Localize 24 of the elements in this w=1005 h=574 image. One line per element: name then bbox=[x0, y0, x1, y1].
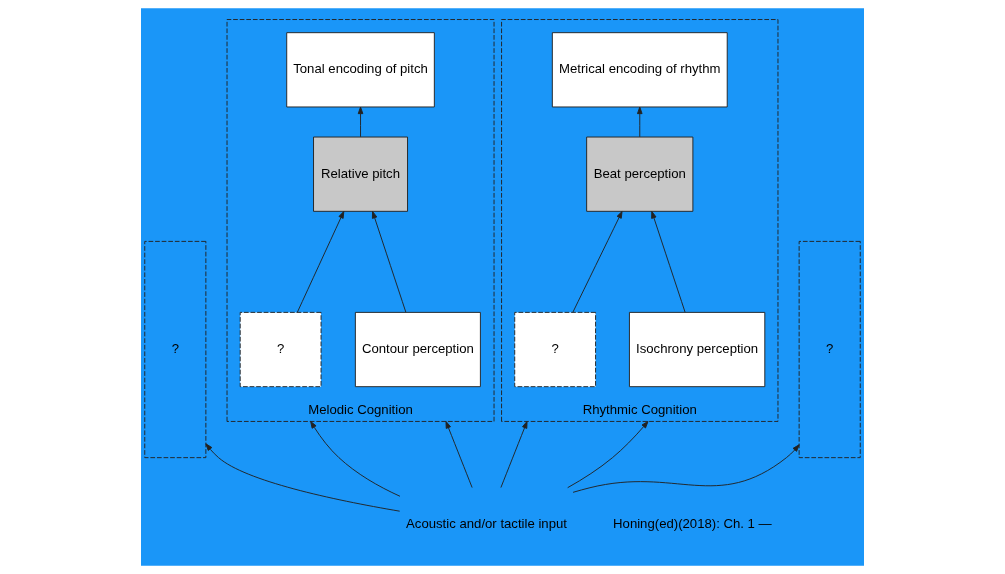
node-box: ? bbox=[144, 240, 207, 459]
arrow bbox=[651, 210, 686, 313]
arrow bbox=[371, 210, 407, 313]
node-box: Isochrony perception bbox=[628, 311, 766, 388]
node-box: Beat perception bbox=[586, 136, 694, 212]
node-box: Metrical encoding of rhythm bbox=[551, 32, 728, 108]
arrow bbox=[445, 420, 473, 489]
arrow bbox=[310, 420, 401, 497]
arrow bbox=[567, 420, 649, 489]
arrow bbox=[572, 444, 800, 493]
arrow bbox=[637, 106, 643, 138]
node-box: Contour perception bbox=[354, 311, 481, 388]
arrow bbox=[500, 420, 528, 489]
node-box: ? bbox=[798, 240, 861, 459]
arrow bbox=[572, 210, 623, 313]
arrow bbox=[357, 106, 364, 138]
node-text: Acoustic and/or tactile input bbox=[406, 516, 567, 532]
node-box: Relative pitch bbox=[313, 136, 408, 212]
node-box: ? bbox=[514, 311, 597, 388]
node-box: ? bbox=[239, 311, 322, 388]
label: Honing(ed)(2018): Ch. 1 — bbox=[613, 516, 772, 532]
arrow bbox=[296, 210, 345, 313]
arrow bbox=[205, 443, 401, 512]
node-box: Tonal encoding of pitch bbox=[286, 32, 435, 108]
